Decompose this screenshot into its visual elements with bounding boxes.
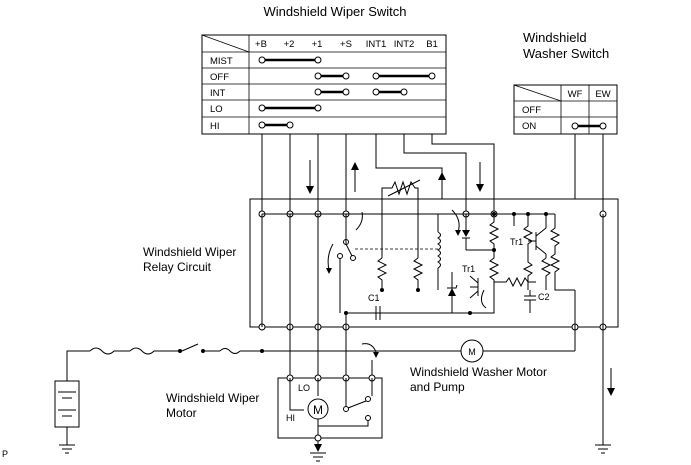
wiper-motor-m: M — [313, 403, 323, 417]
wiper-motor-title-line2: Motor — [166, 406, 197, 420]
wiper-switch: Windshield Wiper Switch +B +2 +1 +S INT1… — [201, 4, 447, 135]
washer-motor-title-line2: and Pump — [410, 380, 465, 394]
capacitor-c1: C1 — [368, 293, 381, 320]
relay-box — [249, 198, 619, 328]
wiper-switch-table — [201, 34, 447, 135]
wiper-motor-lo: LO — [298, 383, 310, 393]
col-head-plus-b: +B — [255, 39, 267, 50]
zener-diode — [447, 272, 458, 313]
washer-col-wf: WF — [568, 89, 583, 100]
washer-row-on: ON — [522, 121, 536, 132]
row-label-mist: MIST — [210, 56, 233, 67]
col-head-int1: INT1 — [366, 39, 387, 50]
corner-mark: P — [2, 449, 9, 459]
col-head-b1: B1 — [426, 39, 438, 50]
washer-switch: Windshield Washer Switch WF EW OFF ON — [513, 30, 618, 135]
int-continuity — [314, 88, 408, 96]
power-supply — [54, 327, 576, 454]
hi-continuity — [258, 121, 294, 129]
col-head-plus-2: +2 — [284, 39, 295, 50]
row-label-hi: HI — [210, 121, 220, 132]
col-head-plus-s: +S — [340, 39, 352, 50]
tr1-lower-label: Tr1 — [462, 264, 475, 274]
wiper-switch-title: Windshield Wiper Switch — [263, 4, 406, 19]
battery — [54, 380, 80, 428]
c2-label: C2 — [538, 292, 550, 302]
lo-continuity — [258, 104, 322, 112]
washer-switch-title-line1: Windshield — [523, 30, 587, 45]
col-head-plus-1: +1 — [312, 39, 323, 50]
col-head-int2: INT2 — [394, 39, 415, 50]
c1-label: C1 — [368, 293, 380, 303]
wiper-relay: Windshield Wiper Relay Circuit — [143, 179, 619, 331]
wiper-motor-hi: HI — [286, 413, 295, 423]
switch-to-relay-wires — [261, 134, 604, 214]
transistor-tr1-lower: Tr1 — [462, 264, 479, 299]
relay-coil — [437, 214, 441, 290]
tr1-upper-label: Tr1 — [510, 237, 523, 247]
wiper-motor: Windshield Wiper Motor LO HI M — [166, 327, 383, 462]
washer-switch-title-line2: Washer Switch — [523, 46, 609, 61]
row-label-off: OFF — [210, 72, 229, 83]
washer-on-continuity — [571, 122, 607, 130]
row-label-lo: LO — [210, 104, 223, 115]
relay-variable-resistor — [376, 179, 424, 290]
capacitor-c2: C2 — [524, 290, 550, 313]
wiper-motor-box — [277, 377, 383, 439]
off-continuity — [314, 72, 436, 80]
washer-motor-m: M — [468, 347, 476, 357]
washer-switch-table — [513, 84, 618, 135]
relay-title-line1: Windshield Wiper — [143, 245, 236, 259]
relay-title-line2: Relay Circuit — [143, 260, 212, 274]
washer-motor: M Windshield Washer Motor and Pump — [410, 327, 611, 454]
relay-diode — [462, 214, 494, 251]
mist-continuity — [258, 56, 322, 64]
row-label-int: INT — [210, 88, 226, 99]
washer-col-ew: EW — [595, 89, 610, 100]
wiper-motor-title-line1: Windshield Wiper — [166, 391, 259, 405]
relay-contact — [326, 211, 438, 313]
washer-row-off: OFF — [522, 105, 541, 116]
washer-motor-title-line1: Windshield Washer Motor — [410, 365, 547, 379]
current-arrows — [306, 160, 615, 452]
